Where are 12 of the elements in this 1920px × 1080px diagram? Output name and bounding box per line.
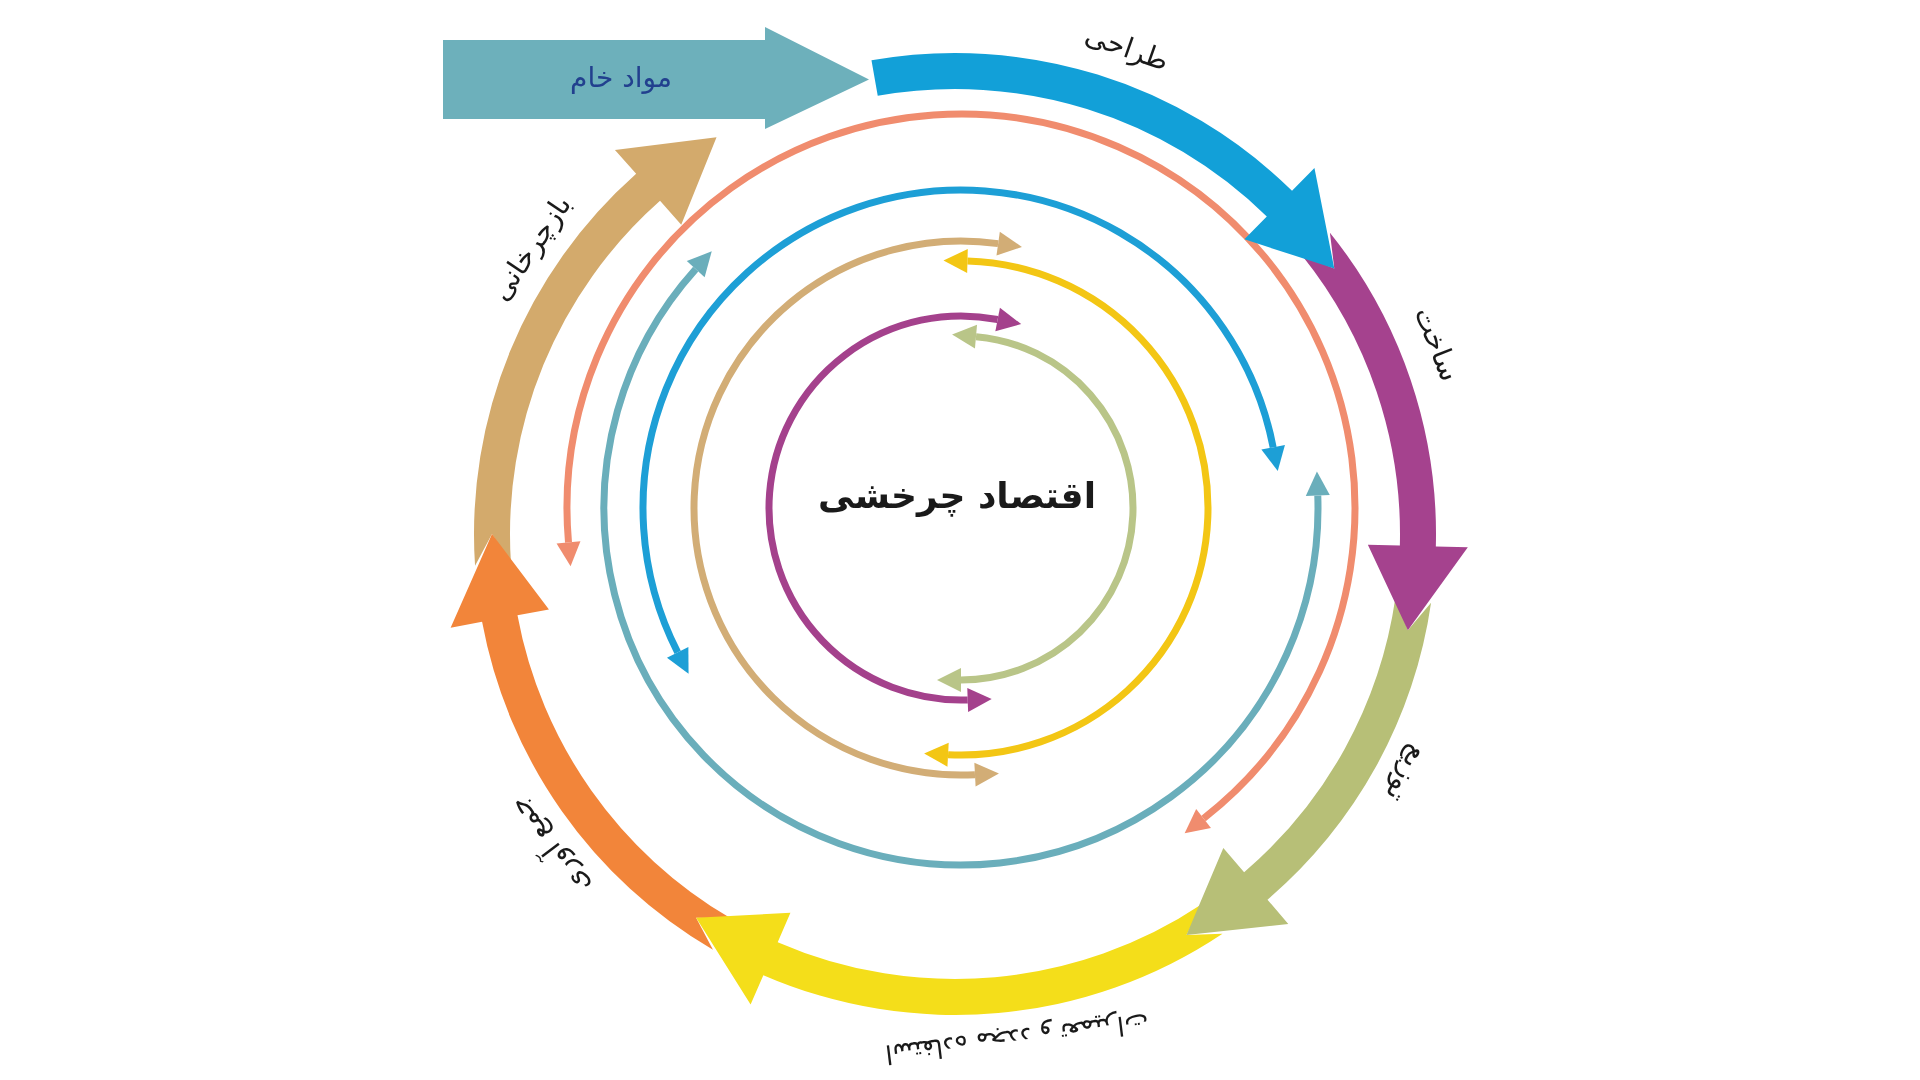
stage-label: بازچرخانی [483,188,578,307]
stage-label: طراحی [1081,17,1174,78]
stage-label: ساخت [1407,302,1467,386]
center-label: اقتصاد چرخشی [818,474,1096,518]
stage-label: جمع آوری [500,790,597,902]
banner-label: مواد خام [570,61,672,95]
curved-arrow [871,53,1335,269]
stage-label: توزیع [1378,740,1436,809]
stage-label: استفاده مجدد و تعمیرات [883,1006,1151,1070]
curved-arrow [696,903,1223,1015]
curved-arrow [474,137,717,566]
pointed-banner [443,27,869,129]
